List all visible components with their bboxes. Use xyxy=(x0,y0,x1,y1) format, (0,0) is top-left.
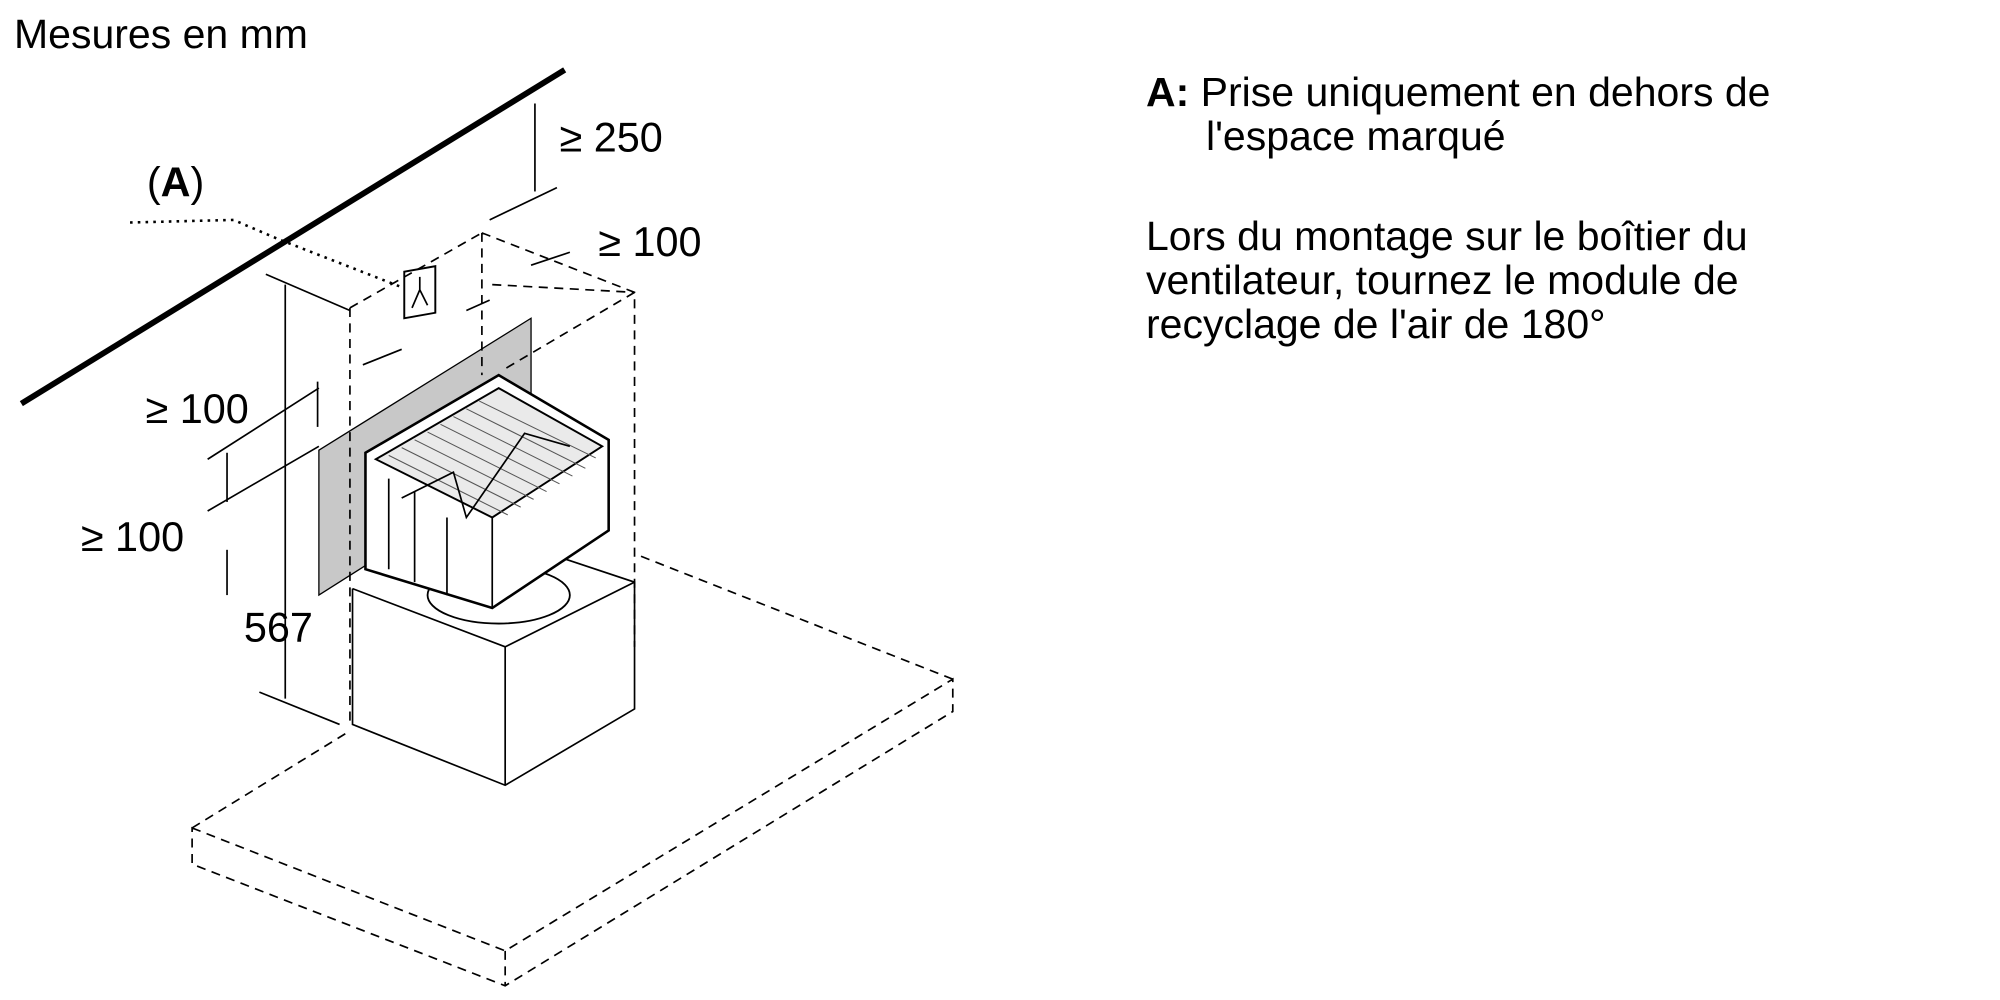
units-title: Mesures en mm xyxy=(14,11,308,57)
callout-leader xyxy=(129,218,403,289)
legend-a-key: A: xyxy=(1146,69,1190,115)
note-line2: ventilateur, tournez le module de xyxy=(1146,257,1739,303)
dimension-lines xyxy=(207,103,571,726)
mounting-note: Lors du montage sur le boîtier du ventil… xyxy=(1146,214,1748,346)
dim-top-clearance: ≥ 250 xyxy=(560,114,663,160)
legend-a-line1: Prise uniquement en dehors de xyxy=(1200,69,1771,115)
dim-side-clearance-right: ≥ 100 xyxy=(598,219,701,265)
callout-label: (A) xyxy=(147,160,204,206)
dim-side-clearance-left: ≥ 100 xyxy=(146,386,249,432)
legend-a-line2: l'espace marqué xyxy=(1206,113,1506,159)
recirculation-module xyxy=(364,373,610,610)
dim-height: 567 xyxy=(244,605,313,651)
note-line1: Lors du montage sur le boîtier du xyxy=(1146,213,1748,259)
legend-a: A: Prise uniquement en dehors de l'espac… xyxy=(1146,70,1771,158)
note-line3: recyclage de l'air de 180° xyxy=(1146,301,1606,347)
wall-line xyxy=(19,67,567,407)
dim-lower-clearance: ≥ 100 xyxy=(81,514,184,560)
